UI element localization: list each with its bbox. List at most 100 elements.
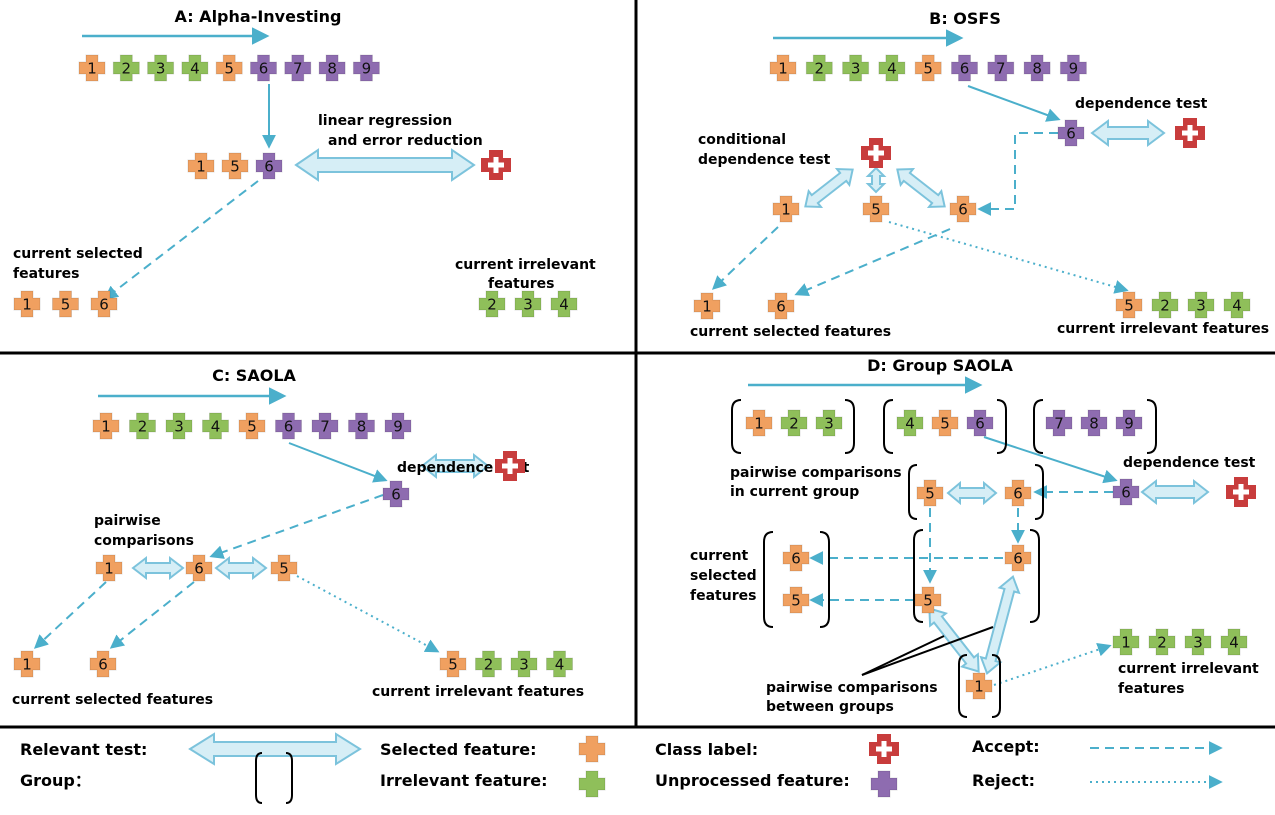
- panel-c-stream-1: 1: [92, 412, 120, 440]
- feature-number: 6: [98, 656, 108, 674]
- feature-number: 4: [555, 656, 565, 674]
- panel-c-pair-label-1: pairwise: [94, 513, 161, 529]
- panel-d-dep-label: dependence test: [1123, 455, 1256, 471]
- panel-c-stream-2: 2: [129, 412, 156, 440]
- panel-c-stream-8: 8: [348, 412, 375, 440]
- panel-d-group2-6: 6: [966, 409, 994, 437]
- panel-a-irrelevant-2: 2: [478, 290, 506, 318]
- relevant-arrow-d-between-1: [928, 607, 980, 673]
- panel-b-candidate-6: 6: [1057, 119, 1085, 147]
- relevant-arrow-b-left: [804, 167, 854, 209]
- panel-a-irrelevant-4: 4: [550, 290, 578, 318]
- panel-a-middle-5: 5: [221, 152, 249, 180]
- panel-b-tested-5: 5: [862, 195, 890, 223]
- panel-a-selected-6: 6: [90, 290, 118, 318]
- panel-d-group3-7: 7: [1045, 409, 1073, 437]
- panel-d-group3-9: 9: [1115, 409, 1143, 437]
- feature-number: 6: [1066, 125, 1076, 143]
- legend-group-label: Group：: [20, 771, 91, 790]
- feature-number: 5: [1124, 297, 1134, 315]
- panel-b-title: B: OSFS: [929, 9, 1001, 28]
- feature-number: 5: [791, 592, 801, 610]
- feature-number: 9: [1069, 60, 1079, 78]
- panel-d-old-group-1: 1: [965, 672, 993, 700]
- panel-c-compared-1: 1: [95, 554, 123, 582]
- feature-number: 2: [789, 415, 799, 433]
- panel-a-middle-1: 1: [187, 152, 215, 180]
- feature-number: 3: [1196, 297, 1206, 315]
- panel-a-relevant-label-1: linear regression: [318, 113, 452, 129]
- panel-a-stream-9: 9: [352, 54, 380, 82]
- feature-number: 7: [293, 60, 303, 78]
- panel-d-group2-4: 4: [896, 409, 924, 437]
- feature-number: 6: [791, 550, 801, 568]
- panel-d-group2-5: 5: [931, 409, 959, 437]
- panel-b-selected-label: current selected features: [690, 324, 891, 340]
- feature-number: 6: [391, 486, 401, 504]
- panel-d-in-group-6: 6: [1004, 479, 1032, 507]
- feature-number: 1: [702, 298, 712, 316]
- relevant-arrow-c-left: [131, 555, 185, 581]
- panel-d-between-label-1: pairwise comparisons: [766, 680, 938, 696]
- feature-number: 5: [923, 592, 933, 610]
- feature-number: 1: [778, 60, 788, 78]
- panel-d-candidate-6: 6: [1112, 478, 1140, 506]
- panel-b-stream-9: 9: [1059, 54, 1087, 82]
- panel-a-selected-5: 5: [52, 290, 79, 318]
- feature-number: 5: [923, 60, 933, 78]
- feature-number: 5: [61, 296, 71, 314]
- feature-number: 7: [1054, 415, 1064, 433]
- legend-accept-label: Accept:: [972, 737, 1040, 756]
- feature-number: 5: [448, 656, 458, 674]
- feature-number: 6: [1121, 484, 1131, 502]
- panel-c-class-label: [495, 451, 525, 481]
- panel-b-stream-8: 8: [1023, 54, 1051, 82]
- feature-number: 1: [196, 158, 206, 176]
- panel-b-irrelevant-4: 4: [1223, 291, 1251, 319]
- feature-number: 3: [519, 656, 529, 674]
- panel-c-pair-label-2: comparisons: [94, 533, 194, 549]
- panel-a-middle-6: 6: [255, 152, 283, 180]
- feature-number: 5: [279, 560, 289, 578]
- panel-a-selected-1: 1: [13, 290, 41, 318]
- panel-a-relevant-label-2: and error reduction: [328, 133, 483, 149]
- panel-a-stream-2: 2: [112, 54, 140, 82]
- legend-unprocessed-icon: [870, 770, 898, 798]
- feature-number: 6: [1013, 485, 1023, 503]
- panel-c-selected-6: 6: [89, 650, 117, 678]
- panel-a-irrelevant-label-2: features: [488, 276, 554, 292]
- panel-c-candidate-6: 6: [382, 480, 410, 508]
- panel-a-stream-7: 7: [284, 54, 312, 82]
- legend-group-bracket: [255, 752, 263, 804]
- feature-number: 4: [559, 296, 569, 314]
- panel-b-cond-label-2: dependence test: [698, 152, 831, 168]
- feature-number: 2: [1160, 297, 1170, 315]
- legend-reject-label: Reject:: [972, 771, 1035, 790]
- panel-a-title: A: Alpha-Investing: [175, 7, 342, 26]
- panel-c-title: C: SAOLA: [212, 366, 296, 385]
- panel-c-compared-6: 6: [185, 554, 213, 582]
- panel-d-irrelevant-1: 1: [1112, 628, 1140, 656]
- feature-number: 1: [22, 296, 32, 314]
- feature-number: 3: [1193, 634, 1203, 652]
- panel-c-selected-label: current selected features: [12, 692, 213, 708]
- feature-number: 9: [393, 418, 403, 436]
- panel-d-selected-label-1: current: [690, 548, 749, 564]
- panel-b-stream-7: 7: [987, 54, 1015, 82]
- panel-d-group1-2: 2: [780, 409, 808, 437]
- feature-number: 6: [264, 158, 274, 176]
- panel-c-stream-7: 7: [311, 412, 339, 440]
- feature-number: 5: [224, 60, 234, 78]
- feature-number: 6: [975, 415, 985, 433]
- panel-b-irrelevant-3: 3: [1187, 291, 1215, 319]
- legend-irrelevant-icon: [578, 770, 606, 798]
- panel-d-group1-1: 1: [745, 409, 773, 437]
- legend-selected-label: Selected feature:: [380, 740, 537, 759]
- feature-number: 6: [194, 560, 204, 578]
- feature-number: 1: [101, 418, 111, 436]
- relevant-arrow-c-right: [214, 555, 268, 581]
- panel-a-irrelevant-label-1: current irrelevant: [455, 257, 596, 273]
- stream-arrows: [82, 27, 983, 405]
